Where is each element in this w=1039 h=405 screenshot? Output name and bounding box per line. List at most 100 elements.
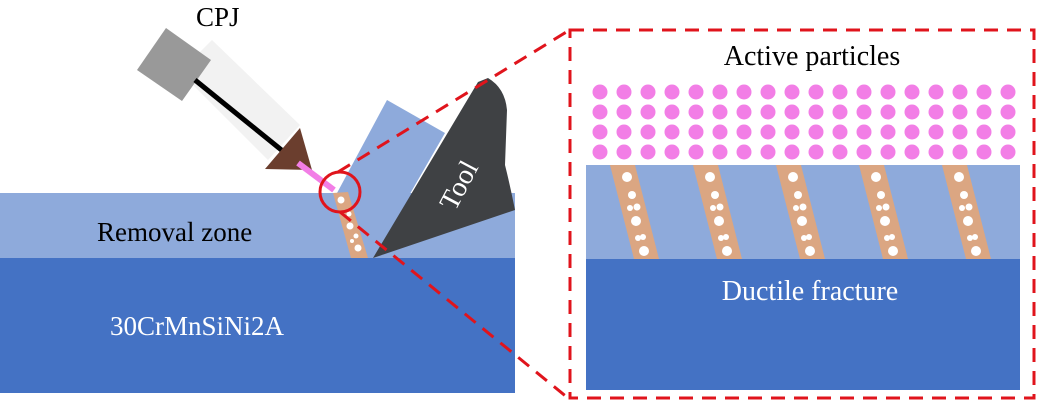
particle bbox=[904, 84, 920, 100]
cpj-nozzle bbox=[137, 28, 336, 193]
particle bbox=[784, 104, 800, 120]
void bbox=[971, 246, 981, 256]
particle bbox=[808, 144, 824, 160]
particle bbox=[712, 144, 728, 160]
particle bbox=[808, 124, 824, 140]
particle bbox=[664, 104, 680, 120]
particle bbox=[712, 124, 728, 140]
particle bbox=[928, 124, 944, 140]
zoom-line-bottom bbox=[339, 210, 569, 400]
particle bbox=[808, 104, 824, 120]
particle bbox=[736, 104, 752, 120]
particle bbox=[664, 144, 680, 160]
void bbox=[794, 191, 802, 199]
void bbox=[965, 203, 973, 211]
shear-band bbox=[693, 165, 742, 259]
nozzle-cap bbox=[137, 28, 211, 101]
void bbox=[877, 191, 885, 199]
particle bbox=[928, 84, 944, 100]
tool bbox=[373, 78, 515, 258]
void bbox=[622, 172, 632, 182]
particle bbox=[904, 124, 920, 140]
void bbox=[967, 235, 973, 241]
void bbox=[959, 205, 965, 211]
particle bbox=[784, 84, 800, 100]
void bbox=[972, 234, 978, 240]
particle bbox=[856, 104, 872, 120]
particle bbox=[688, 124, 704, 140]
particle bbox=[976, 144, 992, 160]
void bbox=[711, 191, 719, 199]
particle bbox=[880, 144, 896, 160]
plasma-jet bbox=[296, 160, 336, 193]
particle bbox=[592, 144, 608, 160]
void bbox=[635, 235, 641, 241]
material-label: 30CrMnSiNi2A bbox=[110, 311, 285, 341]
void bbox=[876, 205, 882, 211]
particle bbox=[712, 104, 728, 120]
particle bbox=[712, 84, 728, 100]
void bbox=[793, 205, 799, 211]
chip bbox=[337, 100, 445, 258]
particle bbox=[832, 84, 848, 100]
particle bbox=[1000, 144, 1016, 160]
particle bbox=[952, 104, 968, 120]
ductile-fracture-label: Ductile fracture bbox=[722, 276, 898, 307]
removal-zone-label: Removal zone bbox=[97, 217, 252, 247]
particle bbox=[880, 104, 896, 120]
void bbox=[627, 205, 633, 211]
particle bbox=[856, 144, 872, 160]
void bbox=[805, 246, 815, 256]
particle bbox=[856, 124, 872, 140]
zoom-substrate bbox=[586, 259, 1020, 390]
particle bbox=[976, 124, 992, 140]
void bbox=[631, 216, 641, 226]
void bbox=[633, 203, 641, 211]
particle bbox=[616, 104, 632, 120]
void bbox=[723, 234, 729, 240]
nozzle-body bbox=[180, 40, 300, 160]
particle bbox=[616, 84, 632, 100]
particle bbox=[1000, 104, 1016, 120]
void bbox=[714, 216, 724, 226]
particle bbox=[1000, 84, 1016, 100]
particle bbox=[760, 144, 776, 160]
particle bbox=[736, 144, 752, 160]
particle bbox=[760, 104, 776, 120]
void bbox=[705, 172, 715, 182]
shear-band bbox=[859, 165, 908, 259]
particle bbox=[760, 124, 776, 140]
particle bbox=[784, 124, 800, 140]
particle bbox=[688, 84, 704, 100]
void bbox=[960, 191, 968, 199]
active-particles-label: Active particles bbox=[724, 41, 900, 72]
void bbox=[718, 235, 724, 241]
particle bbox=[736, 84, 752, 100]
particle bbox=[832, 144, 848, 160]
void bbox=[716, 203, 724, 211]
particle bbox=[832, 124, 848, 140]
particle bbox=[664, 124, 680, 140]
particle bbox=[592, 124, 608, 140]
particle bbox=[928, 144, 944, 160]
particle bbox=[904, 144, 920, 160]
nozzle-tip bbox=[265, 128, 312, 170]
void bbox=[801, 235, 807, 241]
particle bbox=[952, 84, 968, 100]
zoom-box bbox=[568, 28, 1036, 400]
particle bbox=[688, 144, 704, 160]
particle bbox=[664, 84, 680, 100]
zoom-shear-bands bbox=[610, 165, 991, 259]
particle bbox=[880, 124, 896, 140]
void bbox=[954, 172, 964, 182]
void bbox=[639, 246, 649, 256]
cpj-label: CPJ bbox=[196, 2, 240, 32]
particle bbox=[832, 104, 848, 120]
void bbox=[640, 234, 646, 240]
shear-band bbox=[942, 165, 991, 259]
void bbox=[880, 216, 890, 226]
void bbox=[888, 246, 898, 256]
void bbox=[799, 203, 807, 211]
